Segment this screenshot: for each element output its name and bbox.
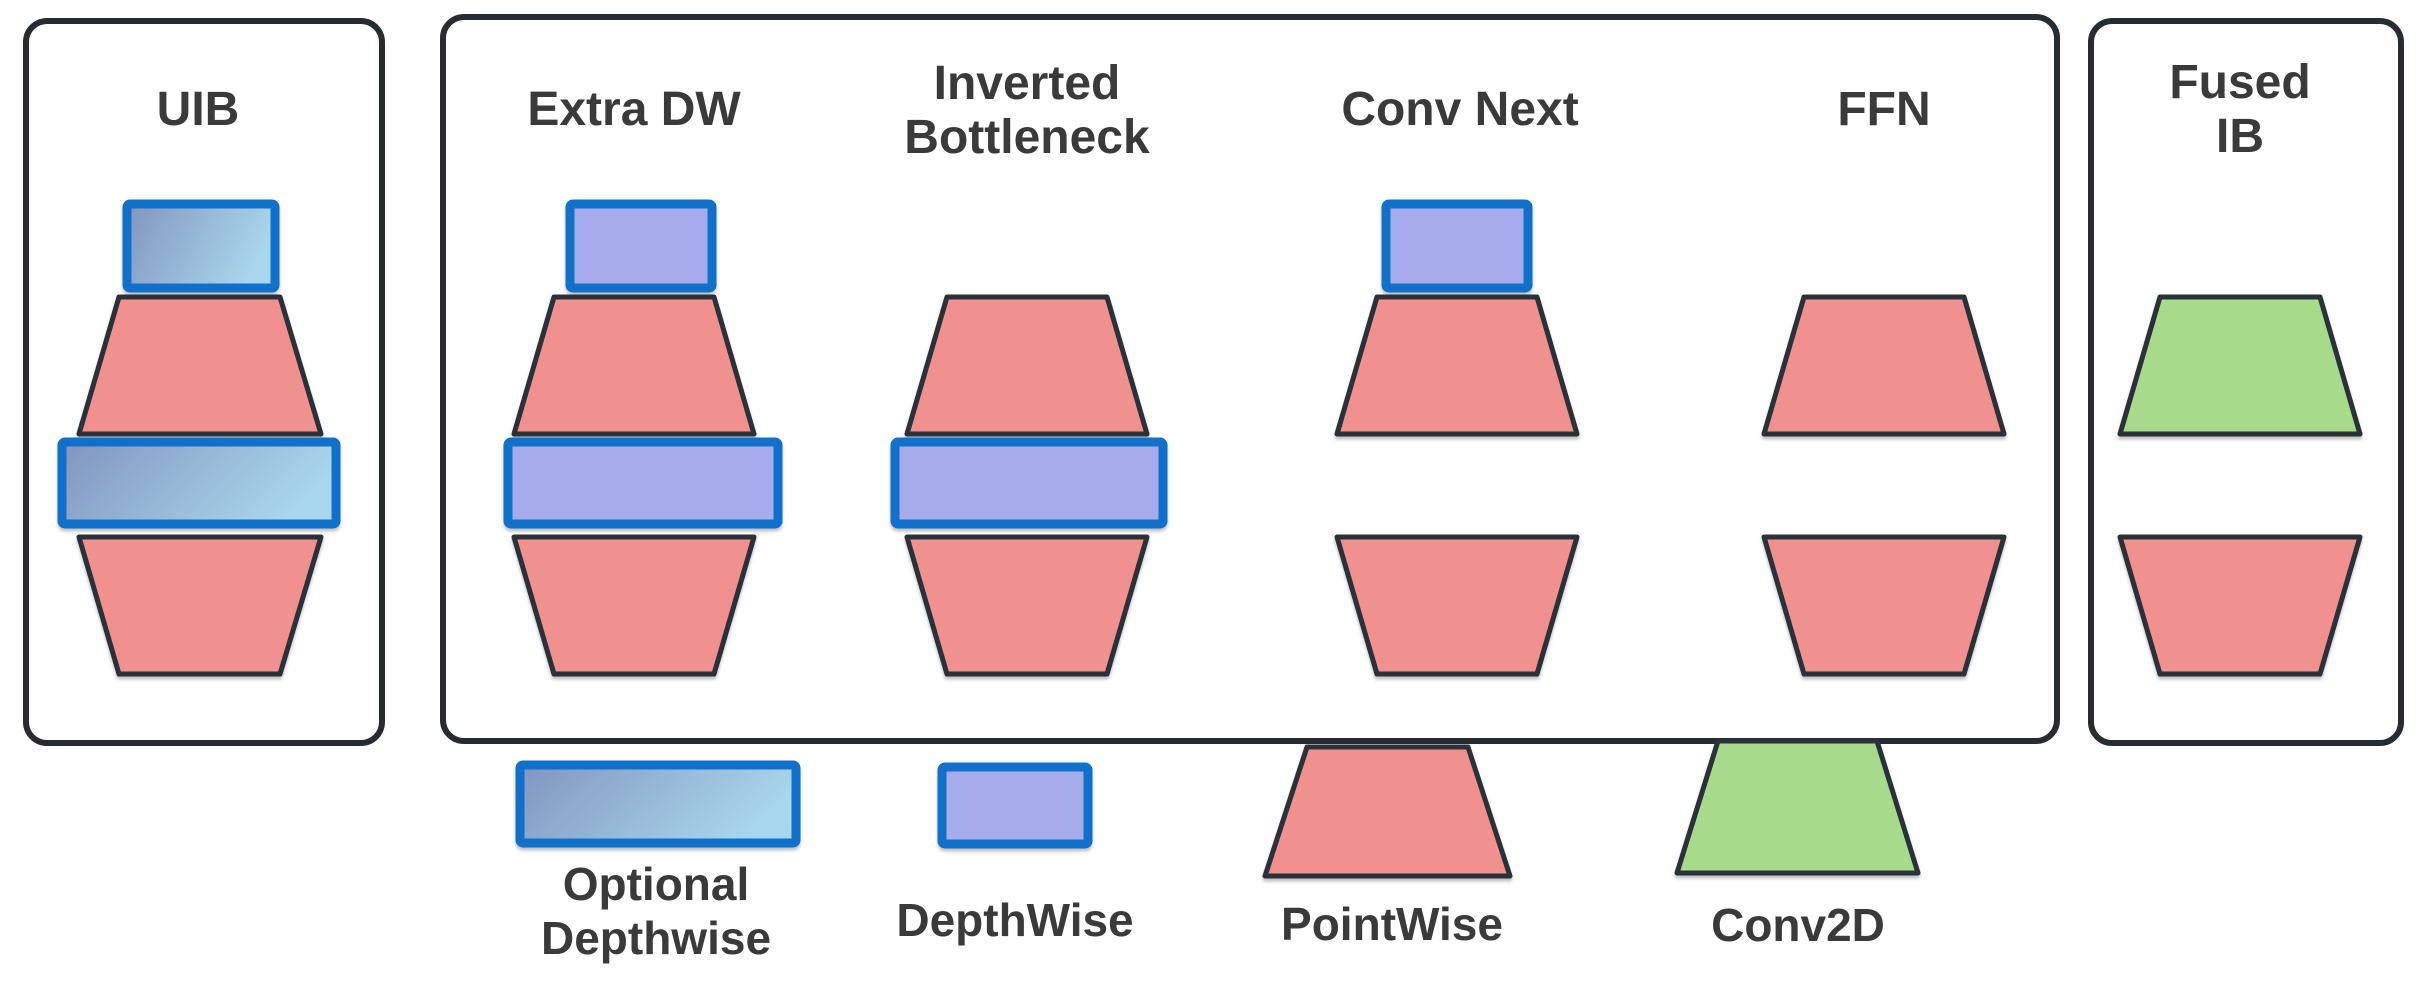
legend-label-optional-depthwise: Optional Depthwise — [540, 858, 772, 964]
legend-pointwise-swatch — [1262, 744, 1513, 879]
legend-label-depthwise: DepthWise — [896, 894, 1134, 947]
legend-depthwise-swatch — [937, 762, 1093, 849]
panel-fused-ib — [2088, 18, 2404, 746]
legend-optional-depthwise-swatch — [515, 760, 801, 848]
legend-label-pointwise: PointWise — [1281, 898, 1503, 951]
panel-main-blocks — [440, 14, 2060, 744]
title-conv-next: Conv Next — [1341, 82, 1579, 136]
legend-conv2d-swatch — [1674, 738, 1921, 876]
title-extra-dw: Extra DW — [527, 82, 741, 136]
title-uib: UIB — [156, 82, 240, 136]
panel-uib — [23, 18, 385, 746]
legend-label-conv2d: Conv2D — [1711, 899, 1885, 952]
title-ffn: FFN — [1837, 82, 1931, 136]
title-fused-ib: Fused IB — [2169, 55, 2311, 163]
title-inverted-bottleneck: Inverted Bottleneck — [904, 56, 1150, 164]
